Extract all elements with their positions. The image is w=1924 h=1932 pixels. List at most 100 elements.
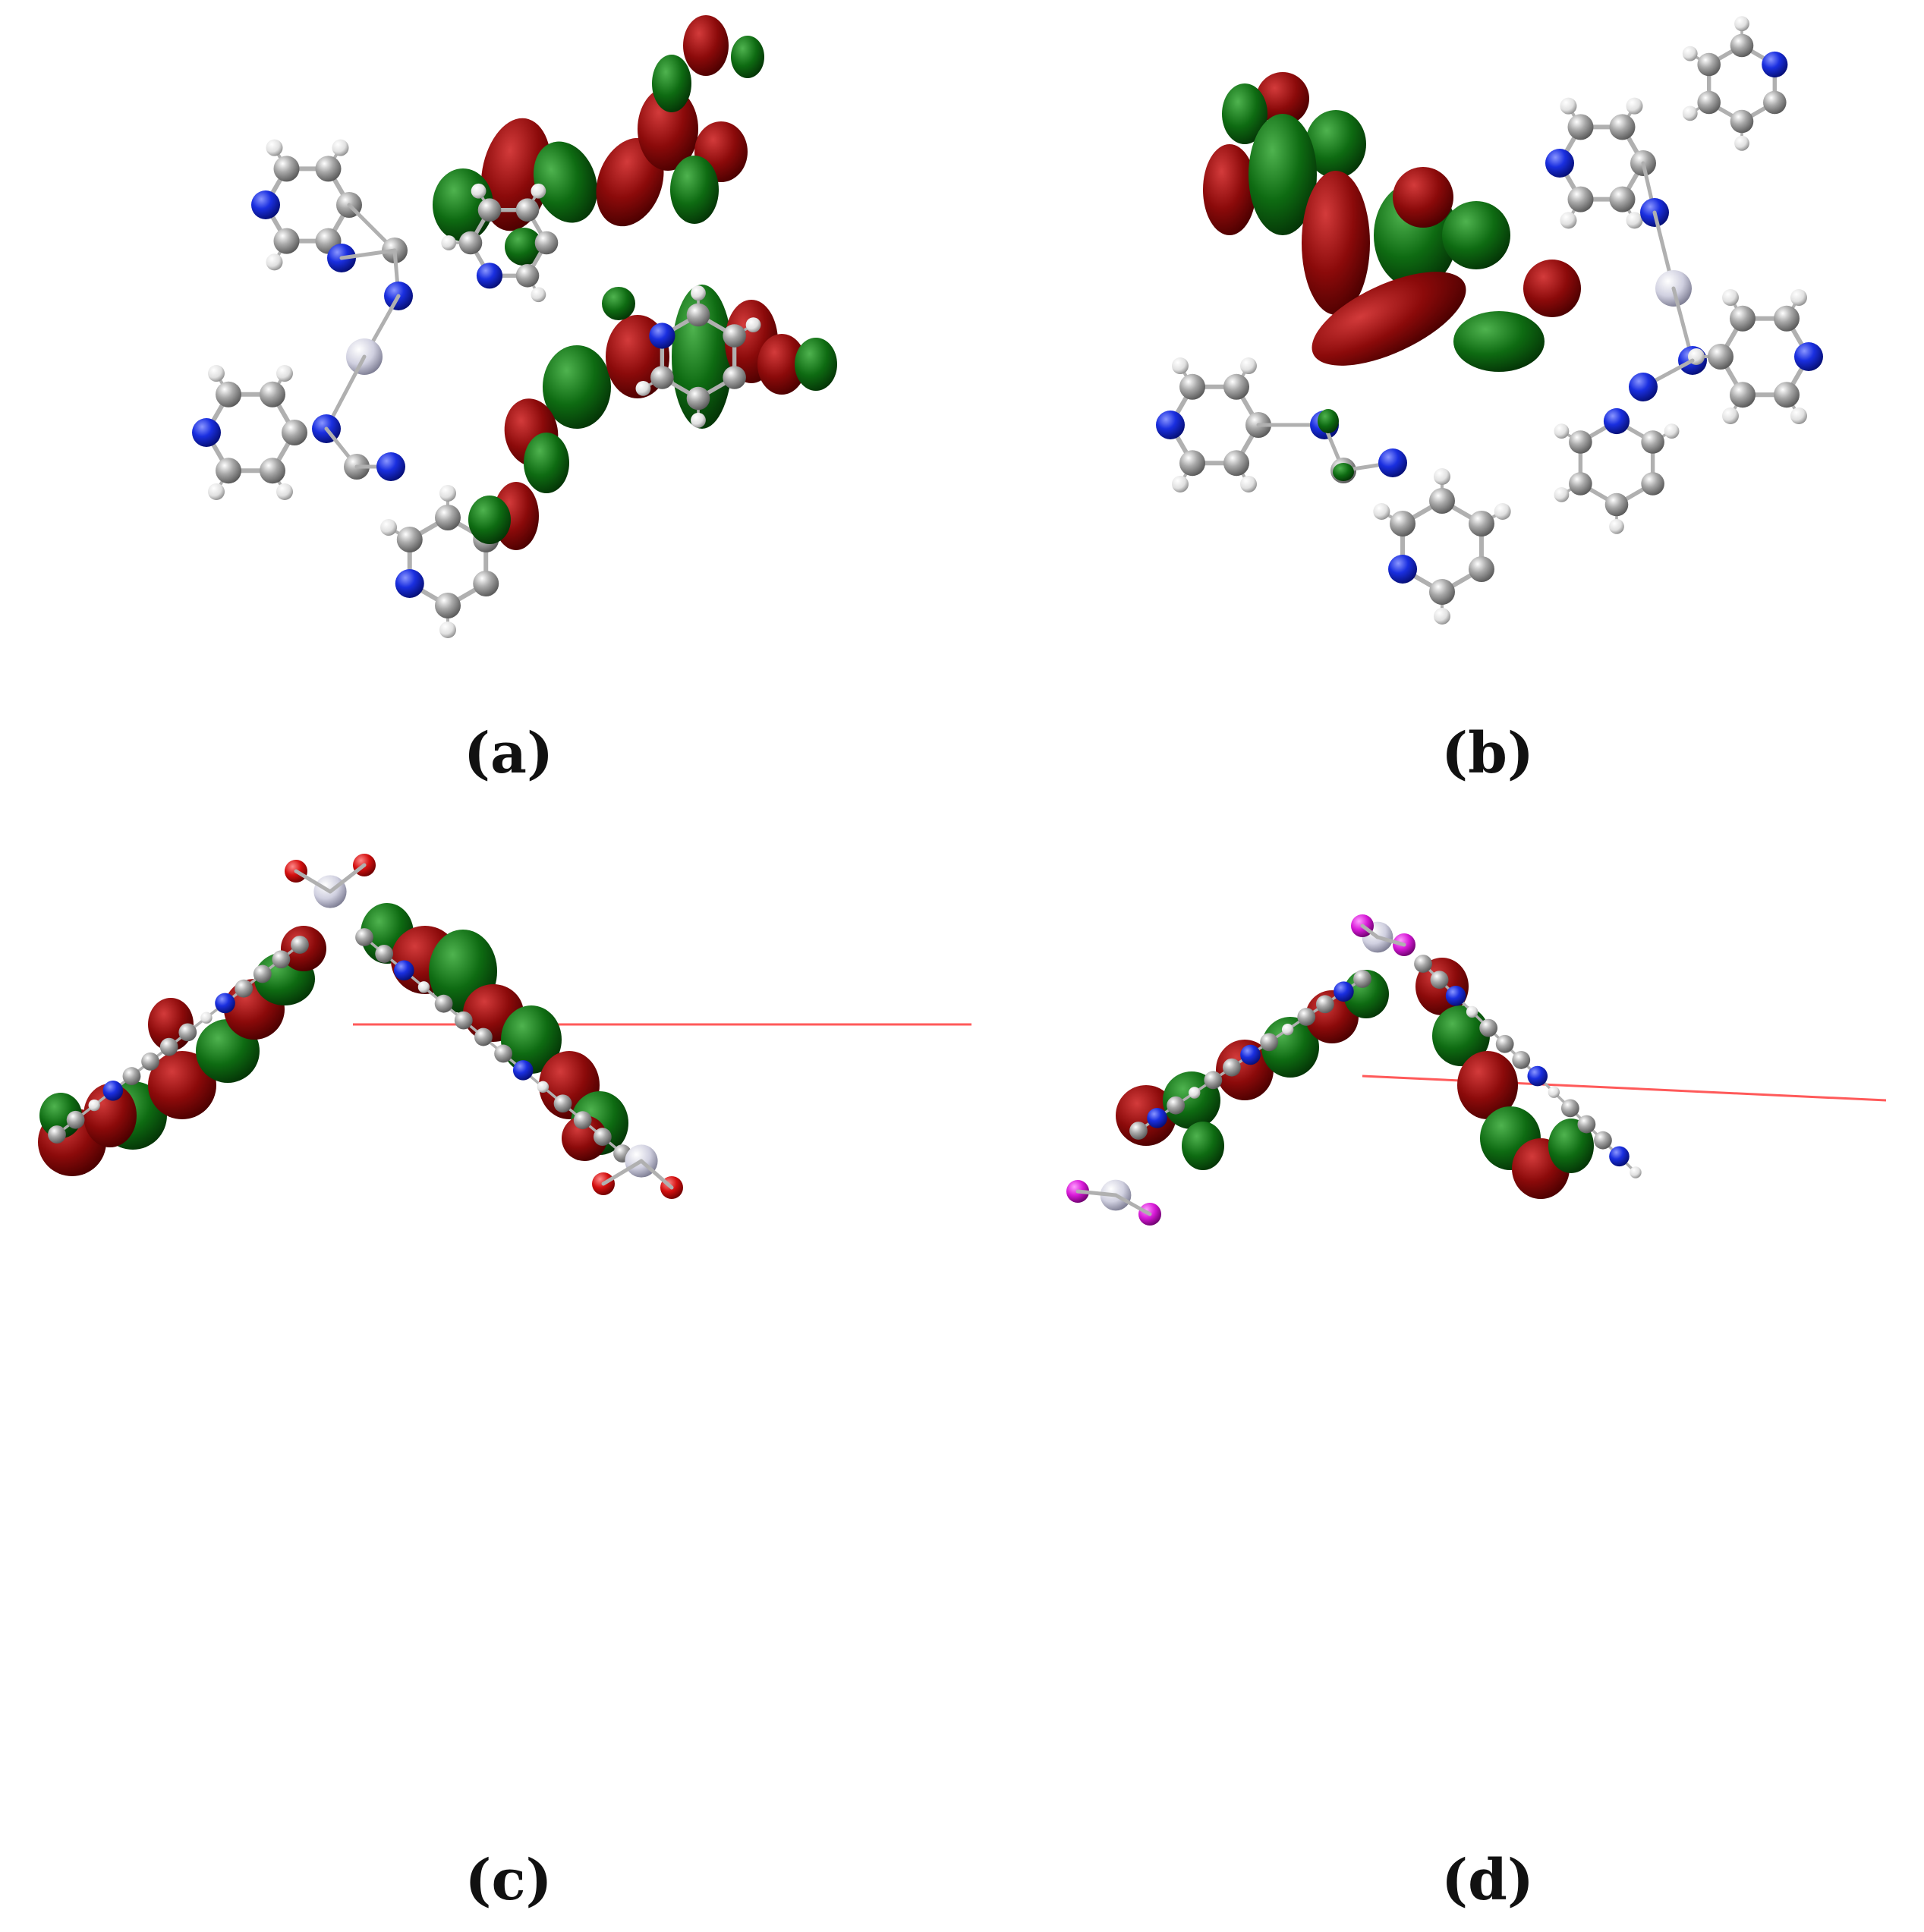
- atom-sphere: [531, 287, 546, 303]
- atom-sphere: [537, 1081, 549, 1093]
- atom-sphere: [649, 323, 675, 349]
- atom-sphere: [1223, 373, 1249, 400]
- atom-sphere: [1664, 423, 1680, 439]
- atom-sphere: [1223, 450, 1249, 477]
- atom-sphere: [515, 264, 540, 288]
- atom-sphere: [1790, 289, 1807, 307]
- atom-sphere: [635, 381, 651, 396]
- atom-sphere: [1567, 114, 1594, 140]
- atom-sphere: [435, 505, 461, 530]
- atom-sphere: [282, 420, 307, 445]
- atom-sphere: [1629, 373, 1658, 401]
- molecular-orbital-lobe: [1393, 167, 1453, 228]
- atom-sphere: [1577, 1115, 1596, 1134]
- atom-sphere: [1794, 342, 1823, 371]
- atom-sphere: [1260, 1033, 1278, 1052]
- atom-sphere: [458, 231, 483, 255]
- atom-sphere: [1297, 1008, 1316, 1026]
- atom-sphere: [723, 324, 746, 348]
- atom-sphere: [1468, 511, 1494, 536]
- atom-sphere: [88, 1099, 100, 1112]
- atom-sphere: [512, 1060, 534, 1081]
- atom-sphere: [1548, 1086, 1560, 1098]
- atom-sphere: [1167, 1096, 1186, 1115]
- atom-sphere: [1414, 955, 1432, 973]
- atom-sphere: [473, 571, 499, 596]
- molecular-orbital-lobe: [562, 1115, 607, 1161]
- atom-sphere: [1554, 423, 1570, 439]
- atom-sphere: [291, 936, 309, 954]
- atom-sphere: [208, 483, 225, 500]
- atom-sphere: [1774, 382, 1800, 408]
- atom-sphere: [266, 139, 283, 156]
- caption-a: (a): [464, 721, 553, 786]
- atom-sphere: [686, 303, 710, 327]
- atom-sphere: [1774, 305, 1800, 332]
- molecular-orbital-lobe: [1442, 201, 1510, 269]
- atom-sphere: [1189, 1087, 1201, 1099]
- atom-sphere: [691, 412, 706, 428]
- atom-sphere: [355, 928, 373, 946]
- atom-sphere: [192, 418, 221, 447]
- atom-sphere: [1429, 488, 1455, 514]
- atom-sphere: [650, 366, 674, 389]
- molecular-orbital-lobe: [1318, 409, 1339, 433]
- atom-sphere: [691, 285, 706, 301]
- atom-sphere: [471, 183, 487, 199]
- molecular-orbital-lobe: [1453, 311, 1545, 372]
- atom-sphere: [1129, 1122, 1148, 1140]
- molecular-orbital-lobe: [1432, 1005, 1490, 1066]
- atom-sphere: [66, 1110, 85, 1129]
- atom-sphere: [1567, 186, 1594, 212]
- atom-sphere: [1682, 46, 1698, 61]
- atom-sphere: [1603, 407, 1630, 435]
- bond-line: [294, 869, 332, 894]
- panel-a-molecule: [192, 15, 837, 638]
- molecular-orbital-lobe: [1182, 1122, 1224, 1170]
- atom-sphere: [102, 1081, 124, 1101]
- molecular-orbital-lobe: [533, 141, 598, 223]
- atom-sphere: [375, 945, 394, 963]
- atom-sphere: [394, 960, 414, 981]
- atom-sphere: [260, 381, 285, 407]
- atom-sphere: [1609, 1146, 1630, 1167]
- atom-sphere: [435, 593, 461, 618]
- atom-sphere: [439, 485, 456, 502]
- molecular-orbital-lobe: [652, 55, 691, 112]
- atom-sphere: [396, 527, 423, 552]
- atom-sphere: [1609, 186, 1636, 212]
- atom-sphere: [216, 381, 241, 407]
- atom-sphere: [1569, 430, 1592, 454]
- atom-sphere: [1730, 109, 1754, 134]
- atom-sphere: [439, 621, 456, 638]
- atom-sphere: [1240, 357, 1257, 375]
- atom-sphere: [1560, 97, 1577, 115]
- atom-sphere: [1172, 357, 1189, 375]
- atom-sphere: [1240, 1044, 1261, 1065]
- atom-sphere: [1697, 52, 1721, 77]
- atom-sphere: [1495, 1034, 1514, 1053]
- atom-sphere: [531, 183, 546, 199]
- panel-d-molecule: [1066, 914, 1887, 1226]
- atom-sphere: [1223, 1058, 1241, 1077]
- panel-c-molecule: [38, 854, 971, 1199]
- atom-sphere: [1790, 407, 1807, 424]
- atom-sphere: [235, 979, 253, 998]
- atom-sphere: [159, 1037, 178, 1056]
- atom-sphere: [686, 386, 710, 411]
- molecular-orbital-lobe: [524, 433, 569, 493]
- atom-sphere: [273, 228, 300, 254]
- atom-sphere: [745, 317, 761, 332]
- molecular-orbital-lobe: [501, 1005, 562, 1074]
- reference-axis-line: [1362, 1075, 1887, 1102]
- molecular-orbital-lobe: [1203, 144, 1256, 235]
- atom-sphere: [200, 1012, 213, 1024]
- atom-sphere: [1560, 1099, 1579, 1118]
- atom-sphere: [1641, 430, 1664, 454]
- molecular-orbital-lobe: [596, 137, 664, 227]
- molecular-orbital-lobe: [795, 338, 837, 391]
- atom-sphere: [141, 1052, 159, 1071]
- molecular-orbital-lobe: [1312, 272, 1466, 366]
- atom-sphere: [332, 139, 349, 156]
